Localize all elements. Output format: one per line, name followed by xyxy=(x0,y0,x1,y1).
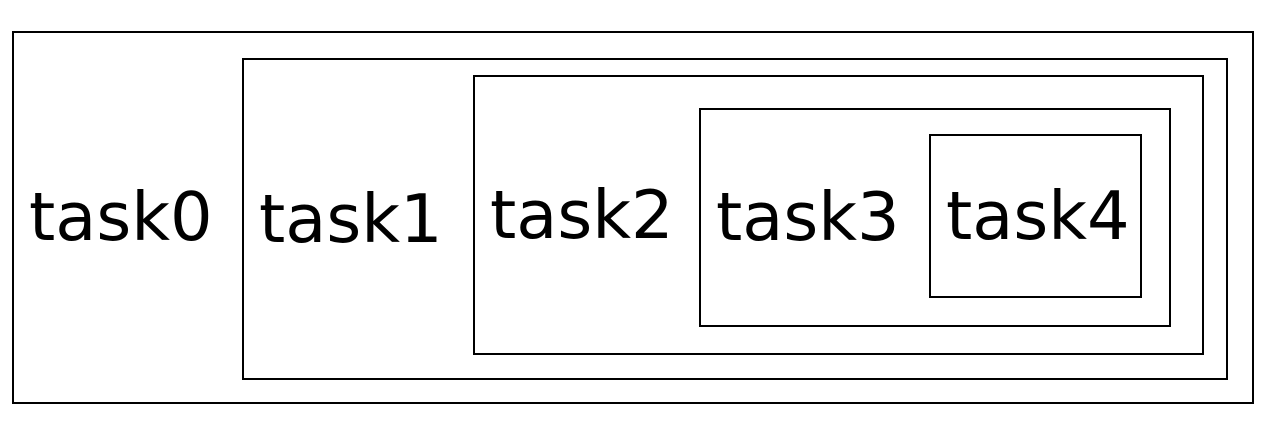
task2-label: task2 xyxy=(490,175,674,254)
task1-label: task1 xyxy=(259,179,443,258)
task-box-task2: task2 task3 task4 xyxy=(473,75,1204,355)
task-box-task4: task4 xyxy=(929,134,1142,298)
task-box-task0: task0 task1 task2 task3 task4 xyxy=(12,31,1254,404)
task-box-task3: task3 task4 xyxy=(699,108,1171,327)
task0-label: task0 xyxy=(29,178,213,256)
task-box-task1: task1 task2 task3 task4 xyxy=(242,58,1228,380)
task4-label: task4 xyxy=(946,176,1130,255)
task3-label: task3 xyxy=(716,178,900,256)
